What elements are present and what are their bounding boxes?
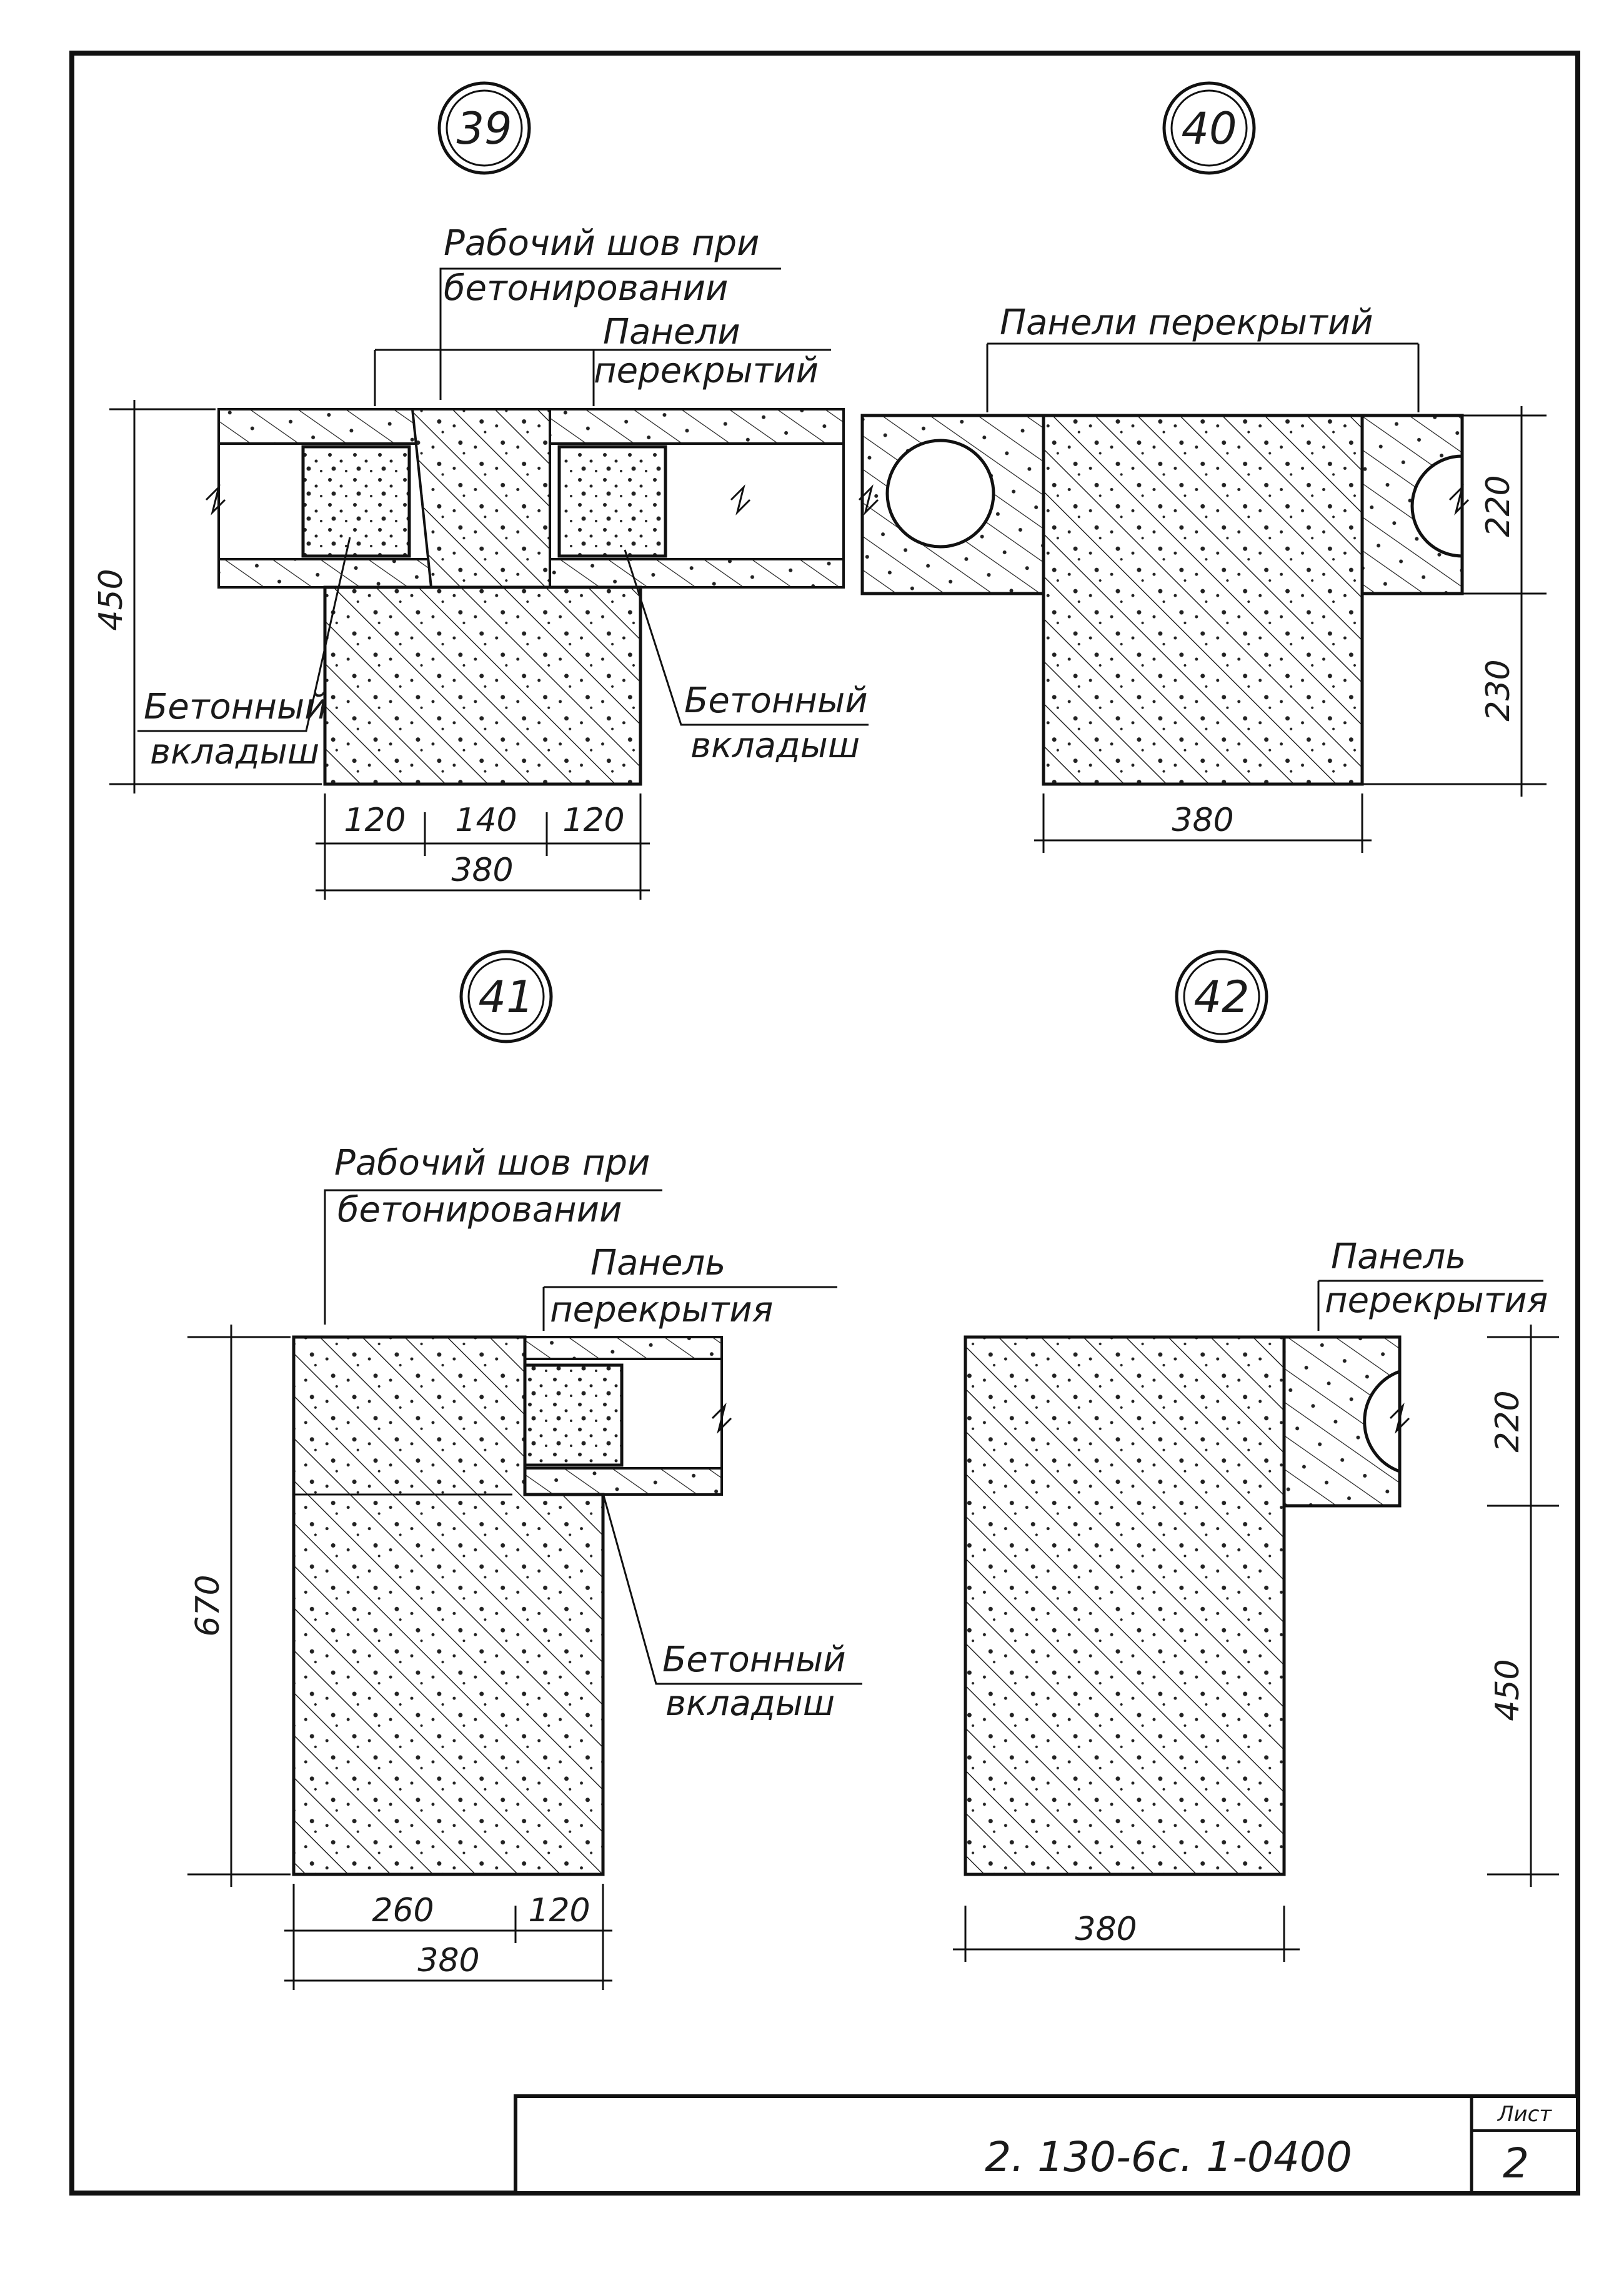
svg-text:220: 220 [1480, 475, 1517, 537]
svg-text:перекрытия: перекрытия [1325, 1280, 1548, 1321]
sheet-label: Лист [1497, 2102, 1552, 2127]
svg-text:220: 220 [1489, 1390, 1527, 1452]
svg-text:бетонировании: бетонировании [337, 1190, 622, 1230]
svg-text:Панели перекрытий: Панели перекрытий [1000, 302, 1373, 343]
svg-text:вкладыш: вкладыш [665, 1683, 835, 1724]
svg-text:вкладыш: вкладыш [150, 732, 319, 772]
detail-41-marker [459, 950, 553, 1043]
detail-41-number: 41 [478, 972, 534, 1023]
detail-41: 41 Рабочий шов при бетонировании Панель … [187, 950, 862, 1990]
svg-text:260: 260 [372, 1892, 434, 1929]
svg-text:Рабочий шов при: Рабочий шов при [444, 223, 759, 264]
slab-bottom [511, 1467, 723, 1496]
slab-void-right [1410, 454, 1464, 558]
beam-section [964, 1335, 1286, 1876]
detail-40-number: 40 [1181, 103, 1237, 154]
svg-text:230: 230 [1480, 659, 1517, 721]
detail-39-number: 39 [456, 103, 512, 154]
slab-void [1363, 1369, 1402, 1474]
title-block: 2. 130-6с. 1-0400 Лист 2 [514, 2094, 1580, 2195]
svg-text:450: 450 [92, 569, 130, 630]
svg-text:120: 120 [344, 802, 406, 839]
svg-text:Панели: Панели [603, 312, 740, 352]
svg-text:380: 380 [1172, 802, 1233, 839]
svg-text:120: 120 [528, 1892, 590, 1929]
svg-text:120: 120 [562, 802, 624, 839]
svg-text:380: 380 [417, 1942, 479, 1979]
svg-text:Бетонный: Бетонный [144, 687, 327, 727]
detail-39-marker [437, 81, 531, 175]
svg-text:Бетонный: Бетонный [662, 1639, 846, 1680]
beam-section [323, 585, 642, 786]
slab-top [524, 1336, 723, 1360]
sheet-number: 2 [1503, 2139, 1529, 2187]
svg-text:бетонировании: бетонировании [444, 268, 728, 309]
detail-42-marker [1175, 950, 1268, 1043]
svg-text:670: 670 [189, 1574, 227, 1636]
svg-text:Рабочий шов при: Рабочий шов при [334, 1143, 650, 1183]
svg-text:450: 450 [1489, 1659, 1527, 1721]
slab-void-left [885, 439, 995, 549]
detail-39: 39 Рабочий шов при бетонировании Панели … [92, 81, 869, 900]
document-code: 2. 130-6с. 1-0400 [985, 2133, 1352, 2181]
svg-text:вкладыш: вкладыш [690, 725, 860, 766]
cast-joint [411, 408, 551, 589]
concrete-insert-right [557, 445, 667, 558]
detail-40-marker [1162, 81, 1256, 175]
svg-text:380: 380 [451, 852, 513, 889]
svg-text:перекрытий: перекрытий [594, 351, 819, 391]
svg-text:Панель: Панель [1331, 1236, 1466, 1277]
detail-40: 40 Панели перекрытий 220 230 380 [858, 81, 1547, 853]
detail-42-number: 42 [1193, 972, 1249, 1023]
concrete-insert-left [301, 445, 411, 558]
break-mark-right [730, 484, 751, 515]
svg-text:Панель: Панель [590, 1243, 725, 1283]
svg-text:перекрытия: перекрытия [550, 1290, 773, 1330]
break-mark-left [205, 484, 226, 515]
detail-42: 42 Панель перекрытия 220 450 380 [953, 950, 1559, 1962]
beam-section [1042, 414, 1364, 786]
concrete-insert [517, 1363, 624, 1467]
svg-text:Бетонный: Бетонный [684, 680, 868, 721]
svg-text:380: 380 [1075, 1911, 1137, 1948]
svg-text:140: 140 [455, 802, 517, 839]
